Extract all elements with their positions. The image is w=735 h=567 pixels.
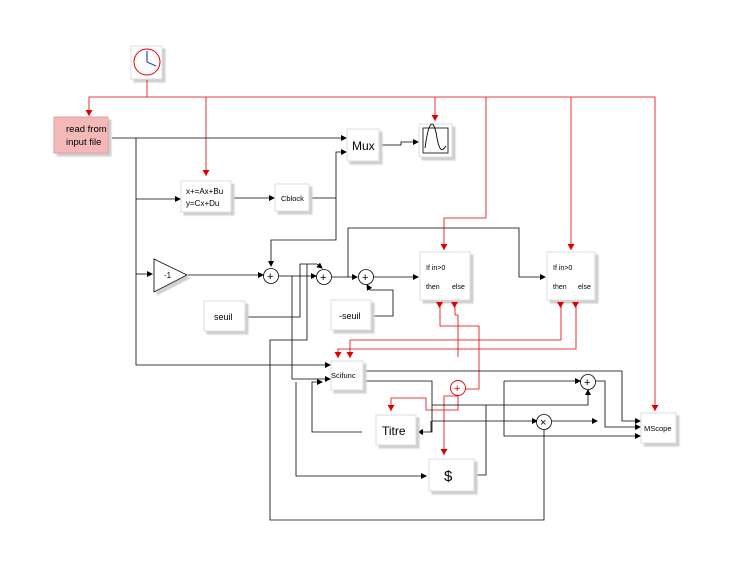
event-links bbox=[85, 86, 659, 455]
mscope-block[interactable]: MScope bbox=[640, 412, 677, 444]
mscope-label: MScope bbox=[644, 424, 672, 433]
sum-junction-4[interactable]: + bbox=[580, 374, 596, 390]
dollar-label: $ bbox=[444, 468, 453, 485]
sum-junction-1[interactable]: + bbox=[263, 268, 279, 284]
read-file-block[interactable]: read from input file bbox=[53, 116, 109, 154]
scope-waveform-icon bbox=[424, 123, 447, 150]
event-sum-junction[interactable]: + bbox=[450, 380, 466, 396]
ifthen2-cond: If in>0 bbox=[553, 265, 572, 272]
ifthen1-then: then bbox=[426, 284, 440, 291]
statespace-eq-1: x+=Ax+Bu bbox=[186, 187, 223, 196]
read-file-label-2: input file bbox=[66, 137, 101, 148]
titre-label: Titre bbox=[382, 424, 406, 438]
cblock-block[interactable]: Cblock bbox=[274, 183, 310, 212]
sum-symbol: + bbox=[320, 272, 326, 284]
ifthen-block-2[interactable]: If in>0 then else bbox=[546, 251, 596, 308]
cblock-label: Cblock bbox=[281, 194, 304, 203]
sum-junction-2[interactable]: + bbox=[316, 269, 332, 285]
sum-symbol: + bbox=[267, 271, 273, 283]
ifthen-block-1[interactable]: If in>0 then else bbox=[419, 251, 471, 308]
gain-label: -1 bbox=[164, 271, 172, 280]
read-file-label-1: read from bbox=[66, 124, 107, 135]
dollar-block[interactable]: $ bbox=[428, 458, 475, 492]
scope-block[interactable] bbox=[418, 123, 453, 158]
data-links bbox=[112, 135, 641, 521]
ifthen2-then: then bbox=[553, 284, 567, 291]
ifthen2-else: else bbox=[578, 284, 591, 291]
seuil-label: seuil bbox=[214, 312, 233, 322]
neg-seuil-label: -seuil bbox=[339, 311, 361, 321]
sum-junction-3[interactable]: + bbox=[358, 269, 374, 285]
sum-symbol: + bbox=[584, 377, 590, 389]
neg-seuil-block[interactable]: -seuil bbox=[330, 299, 372, 331]
titre-block[interactable]: Titre bbox=[375, 414, 417, 446]
event-sum-symbol: + bbox=[454, 383, 460, 395]
product-symbol: × bbox=[540, 417, 546, 429]
sum-symbol: + bbox=[362, 272, 368, 284]
scifunc-block[interactable]: Scifunc bbox=[330, 360, 364, 391]
mux-label: Mux bbox=[352, 139, 375, 153]
ifthen1-cond: If in>0 bbox=[426, 265, 445, 272]
statespace-block[interactable]: x+=Ax+Bu y=Cx+Du bbox=[180, 180, 232, 213]
ifthen1-else: else bbox=[452, 284, 465, 291]
mux-block[interactable]: Mux bbox=[346, 128, 380, 162]
statespace-eq-2: y=Cx+Du bbox=[186, 199, 219, 208]
seuil-block[interactable]: seuil bbox=[203, 300, 246, 332]
gain-block[interactable]: -1 bbox=[153, 258, 188, 293]
clock-block[interactable] bbox=[130, 45, 163, 86]
product-junction[interactable]: × bbox=[536, 414, 552, 430]
scifunc-label: Scifunc bbox=[331, 371, 356, 380]
